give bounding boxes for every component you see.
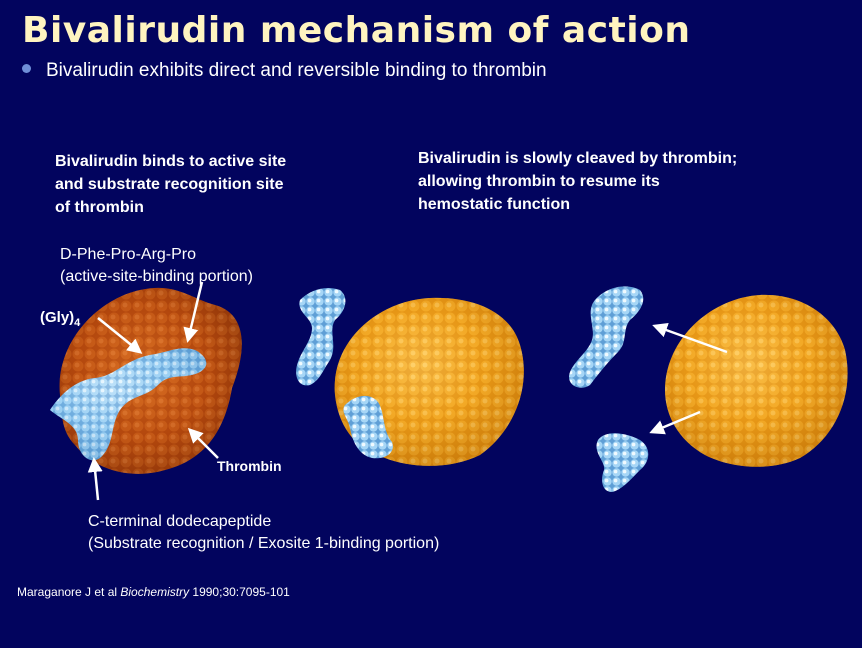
slide-title: Bivalirudin mechanism of action <box>22 10 691 51</box>
thrombin-label: Thrombin <box>217 458 282 474</box>
bullet-text: Bivalirudin exhibits direct and reversib… <box>46 60 547 81</box>
gly4-label: (Gly)4 <box>40 309 80 329</box>
c-terminal-label: C-terminal dodecapeptide (Substrate reco… <box>88 511 439 555</box>
bullet-point: Bivalirudin exhibits direct and reversib… <box>22 60 547 82</box>
left-heading-line: and substrate recognition site <box>55 176 284 193</box>
arrow-gly4 <box>97 317 143 354</box>
right-heading-line: hemostatic function <box>418 196 571 213</box>
left-heading-line: of thrombin <box>55 199 144 216</box>
citation-details: 1990;30:7095-101 <box>189 585 290 599</box>
arrow-release-upper <box>652 323 728 354</box>
citation-authors: Maraganore J et al <box>17 585 121 599</box>
gly4-label-subscript: 4 <box>74 317 81 329</box>
active-site-label-line: D-Phe-Pro-Arg-Pro <box>60 246 197 263</box>
citation: Maraganore J et al Biochemistry 1990;30:… <box>17 585 290 599</box>
arrow-thrombin <box>187 427 219 459</box>
active-site-label-line: (active-site-binding portion) <box>60 268 253 285</box>
gly4-label-text: (Gly) <box>40 309 75 326</box>
c-terminal-label-line: C-terminal dodecapeptide <box>88 513 272 530</box>
bivalirudin-residual-bound <box>343 395 393 459</box>
arrow-release-lower <box>649 410 701 435</box>
bivalirudin-fragment-free <box>296 288 346 386</box>
bivalirudin-fragment-lower <box>596 433 649 492</box>
right-heading: Bivalirudin is slowly cleaved by thrombi… <box>418 147 737 216</box>
thrombin-molecule-free <box>665 294 848 467</box>
left-heading-line: Bivalirudin binds to active site <box>55 153 287 170</box>
right-heading-line: Bivalirudin is slowly cleaved by thrombi… <box>418 150 738 167</box>
right-heading-line: allowing thrombin to resume its <box>418 173 660 190</box>
bivalirudin-fragment-upper <box>569 286 644 388</box>
active-site-label: D-Phe-Pro-Arg-Pro (active-site-binding p… <box>60 244 253 288</box>
c-terminal-label-line: (Substrate recognition / Exosite 1-bindi… <box>88 535 440 552</box>
left-heading: Bivalirudin binds to active site and sub… <box>55 150 286 219</box>
bullet-dot-icon <box>22 64 31 74</box>
arrow-c-terminal <box>87 457 103 501</box>
citation-journal: Biochemistry <box>120 585 190 599</box>
arrow-active-site <box>183 281 204 343</box>
bivalirudin-peptide-bound <box>50 348 207 461</box>
